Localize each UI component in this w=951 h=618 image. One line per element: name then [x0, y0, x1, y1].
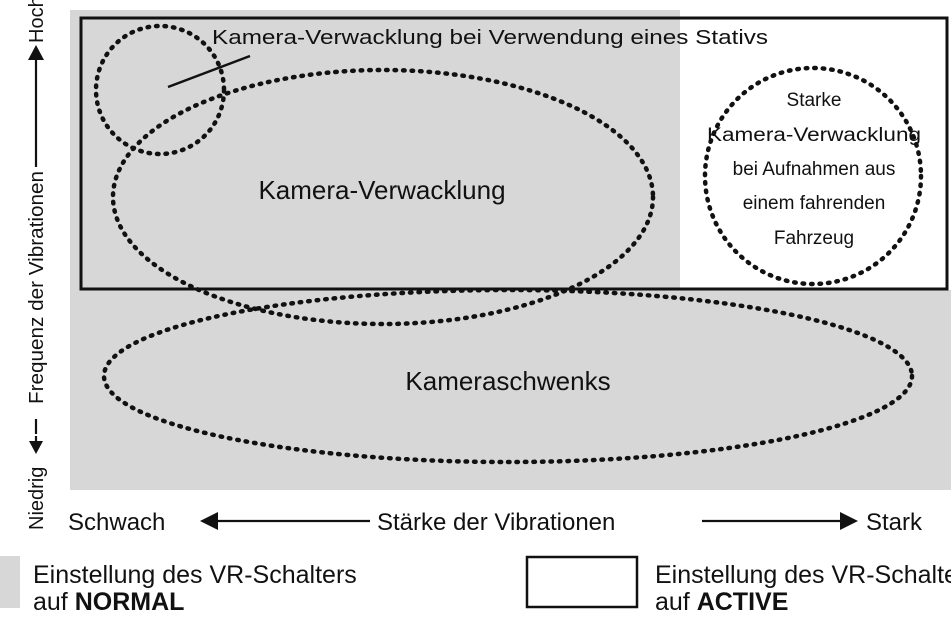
tripod-shake-ellipse [93, 23, 227, 157]
legend-normal-prefix: auf [33, 588, 75, 616]
tripod-shake-label: Kamera-Verwacklung bei Verwendung eines … [212, 27, 768, 49]
x-axis: Schwach Stärke der Vibrationen Stark [68, 509, 923, 536]
vehicle-label-line: Starke [787, 90, 842, 111]
legend-active-line2: auf ACTIVE [655, 588, 788, 616]
x-axis-arrowhead-right-icon [840, 512, 858, 530]
legend: Einstellung des VR-Schalters auf NORMAL … [0, 555, 951, 616]
panning-ellipse [101, 287, 915, 465]
y-axis-low-label: Niedrig [26, 467, 48, 530]
x-axis-low-label: Schwach [68, 509, 165, 536]
vehicle-shake-label: Starke Kamera-Verwacklung bei Aufnahmen … [707, 90, 921, 249]
normal-region-lower [70, 290, 951, 490]
y-axis-title: Frequenz der Vibrationen [26, 171, 48, 404]
y-axis-arrowhead-high-icon [28, 45, 44, 60]
vehicle-label-line: einem fahrenden [743, 193, 886, 214]
tripod-leader-line [167, 54, 251, 89]
legend-normal-mode: NORMAL [75, 588, 185, 616]
y-axis-high-label: Hoch [26, 0, 48, 43]
y-axis-arrowhead-low-icon [29, 441, 43, 454]
x-axis-arrowhead-left-icon [200, 512, 218, 530]
x-axis-title: Stärke der Vibrationen [377, 509, 615, 536]
normal-region-upper [70, 10, 680, 300]
legend-normal-swatch [0, 556, 20, 608]
legend-normal-line1: Einstellung des VR-Schalters [33, 561, 357, 589]
vehicle-label-line: Kamera-Verwacklung [707, 125, 921, 146]
vehicle-label-line: Fahrzeug [774, 228, 854, 249]
legend-active-mode: ACTIVE [697, 588, 789, 616]
y-axis: Niedrig Frequenz der Vibrationen Hoch [26, 0, 48, 530]
x-axis-high-label: Stark [866, 509, 923, 536]
legend-active-swatch [525, 555, 639, 609]
camera-shake-label: Kamera-Verwacklung [258, 175, 505, 205]
panning-label: Kameraschwenks [405, 366, 610, 396]
vehicle-label-line: bei Aufnahmen aus [733, 159, 896, 180]
legend-normal-line2: auf NORMAL [33, 588, 184, 616]
vehicle-shake-ellipse [702, 65, 924, 287]
legend-active-line1: Einstellung des VR-Schalters [655, 561, 951, 589]
camera-shake-ellipse [110, 67, 656, 327]
legend-active-prefix: auf [655, 588, 697, 616]
